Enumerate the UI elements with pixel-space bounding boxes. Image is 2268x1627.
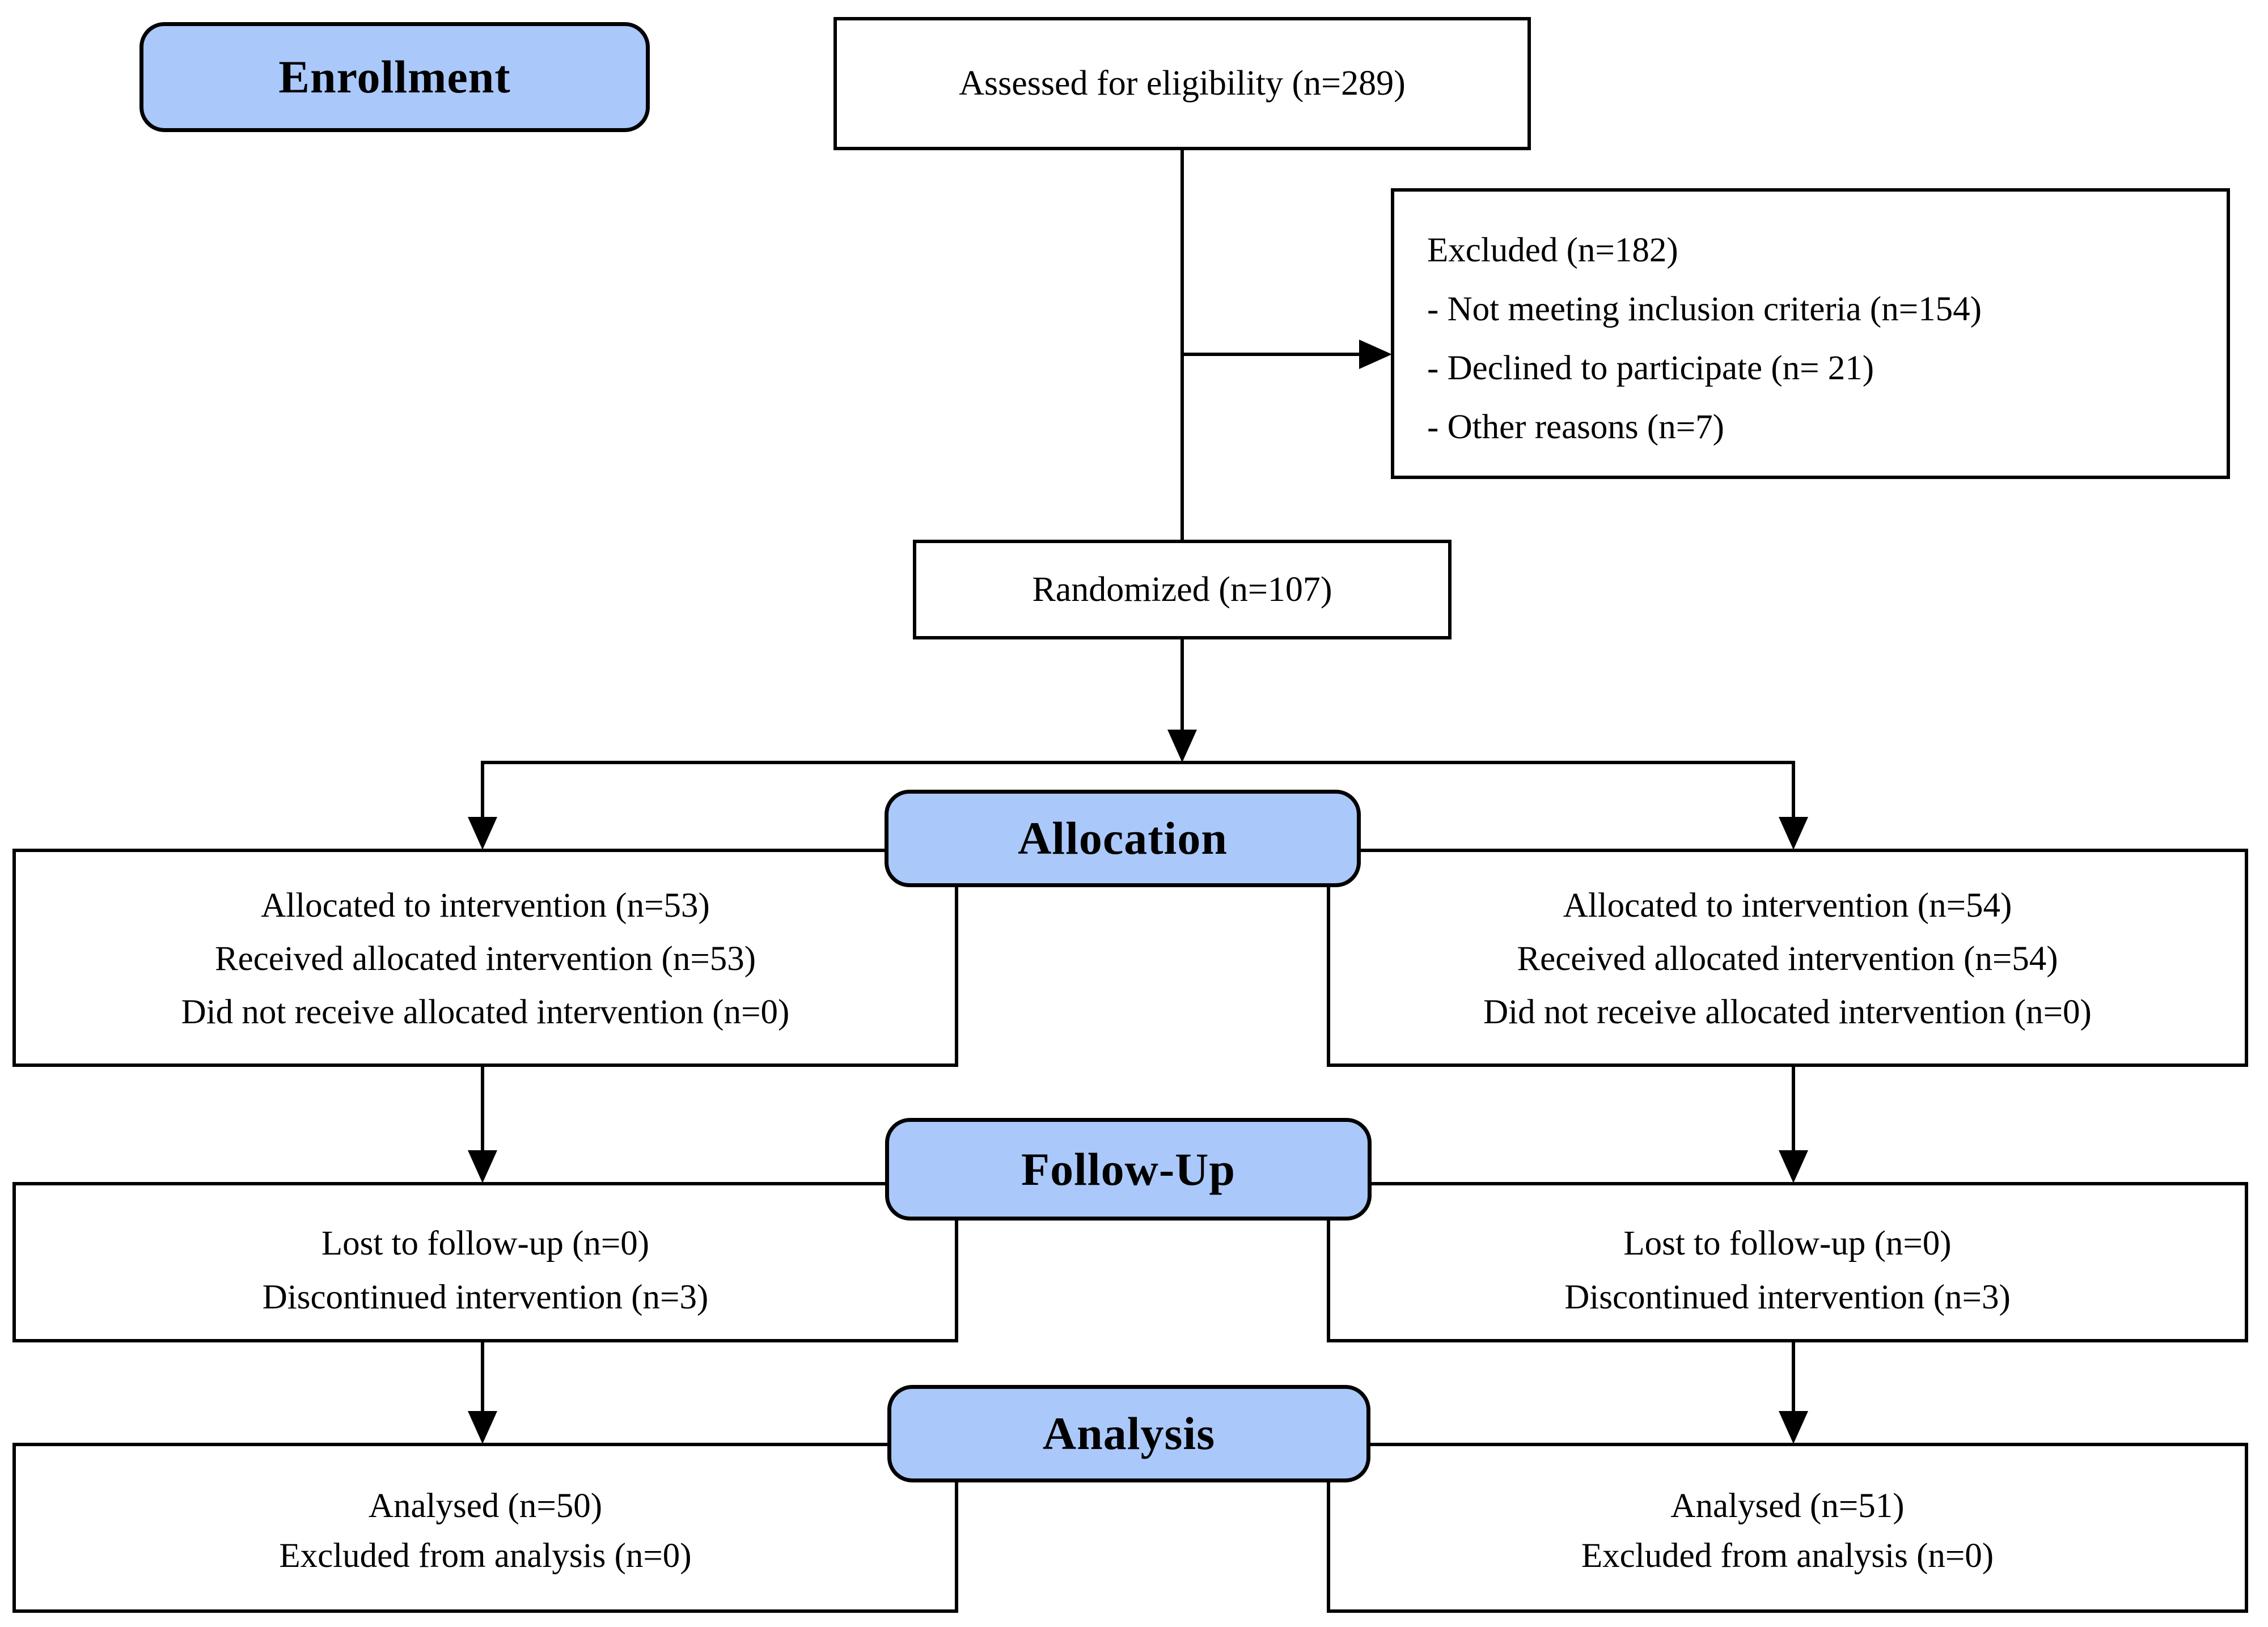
follow-up-left-line: Lost to follow-up (n=0) <box>321 1225 650 1262</box>
analysis-left-line: Analysed (n=50) <box>368 1487 603 1525</box>
arrowhead-branch <box>1167 730 1197 762</box>
connector-alloc-to-fu-right <box>1792 1066 1795 1152</box>
arrowhead-fu-left <box>468 1150 497 1183</box>
analysis-stage-label: Analysis <box>1042 1408 1216 1459</box>
connector-randomized-to-branch <box>1180 638 1184 731</box>
follow-up-left-line: Discontinued intervention (n=3) <box>262 1278 709 1316</box>
randomized-text: Randomized (n=107) <box>1032 570 1332 609</box>
allocation-left-box: Allocated to intervention (n=53) Receive… <box>12 849 958 1067</box>
enrollment-stage-badge: Enrollment <box>139 22 650 132</box>
follow-up-right-line: Discontinued intervention (n=3) <box>1564 1278 2011 1316</box>
connector-fu-to-analysis-left <box>481 1341 484 1413</box>
connector-branch-right-drop <box>1792 762 1795 819</box>
allocation-stage-label: Allocation <box>1018 812 1228 864</box>
allocation-left-line: Did not receive allocated intervention (… <box>181 993 790 1031</box>
allocation-right-line: Received allocated intervention (n=54) <box>1517 940 2058 978</box>
allocation-right-box: Allocated to intervention (n=54) Receive… <box>1327 849 2248 1067</box>
enrollment-stage-label: Enrollment <box>278 51 511 103</box>
connector-to-excluded <box>1180 353 1362 356</box>
analysis-stage-badge: Analysis <box>887 1385 1370 1482</box>
analysis-right-line: Excluded from analysis (n=0) <box>1581 1537 1994 1575</box>
follow-up-right-line: Lost to follow-up (n=0) <box>1623 1225 1952 1262</box>
arrowhead-analysis-right <box>1779 1411 1808 1444</box>
follow-up-stage-badge: Follow-Up <box>885 1118 1372 1221</box>
follow-up-left-box: Lost to follow-up (n=0) Discontinued int… <box>12 1182 958 1342</box>
follow-up-right-box: Lost to follow-up (n=0) Discontinued int… <box>1327 1182 2248 1342</box>
assessed-box: Assessed for eligibility (n=289) <box>833 17 1531 150</box>
allocation-left-line: Received allocated intervention (n=53) <box>214 940 756 978</box>
assessed-text: Assessed for eligibility (n=289) <box>959 64 1406 103</box>
excluded-line: - Other reasons (n=7) <box>1427 408 1724 446</box>
connector-branch-left-drop <box>481 762 484 819</box>
connector-fu-to-analysis-right <box>1792 1341 1795 1413</box>
excluded-line: - Declined to participate (n= 21) <box>1427 349 1875 387</box>
connector-alloc-to-fu-left <box>481 1066 484 1152</box>
arrowhead-allocation-left <box>468 817 497 850</box>
arrowhead-analysis-left <box>468 1411 497 1444</box>
excluded-line: - Not meeting inclusion criteria (n=154) <box>1427 290 1982 328</box>
analysis-left-line: Excluded from analysis (n=0) <box>279 1537 692 1575</box>
analysis-left-box: Analysed (n=50) Excluded from analysis (… <box>12 1443 958 1613</box>
allocation-right-line: Did not receive allocated intervention (… <box>1483 993 2092 1031</box>
allocation-right-line: Allocated to intervention (n=54) <box>1563 887 2012 925</box>
excluded-box: Excluded (n=182) - Not meeting inclusion… <box>1391 188 2230 479</box>
arrowhead-excluded <box>1359 340 1392 369</box>
allocation-stage-badge: Allocation <box>885 790 1361 887</box>
allocation-left-line: Allocated to intervention (n=53) <box>261 887 710 925</box>
arrowhead-fu-right <box>1779 1150 1808 1183</box>
follow-up-stage-label: Follow-Up <box>1021 1143 1235 1195</box>
analysis-right-box: Analysed (n=51) Excluded from analysis (… <box>1327 1443 2248 1613</box>
connector-assessed-to-randomized <box>1180 149 1184 541</box>
excluded-line: Excluded (n=182) <box>1427 231 1678 269</box>
arrowhead-allocation-right <box>1779 817 1808 850</box>
analysis-right-line: Analysed (n=51) <box>1670 1487 1905 1525</box>
randomized-box: Randomized (n=107) <box>913 540 1452 639</box>
connector-branch-horizontal <box>481 761 1795 764</box>
